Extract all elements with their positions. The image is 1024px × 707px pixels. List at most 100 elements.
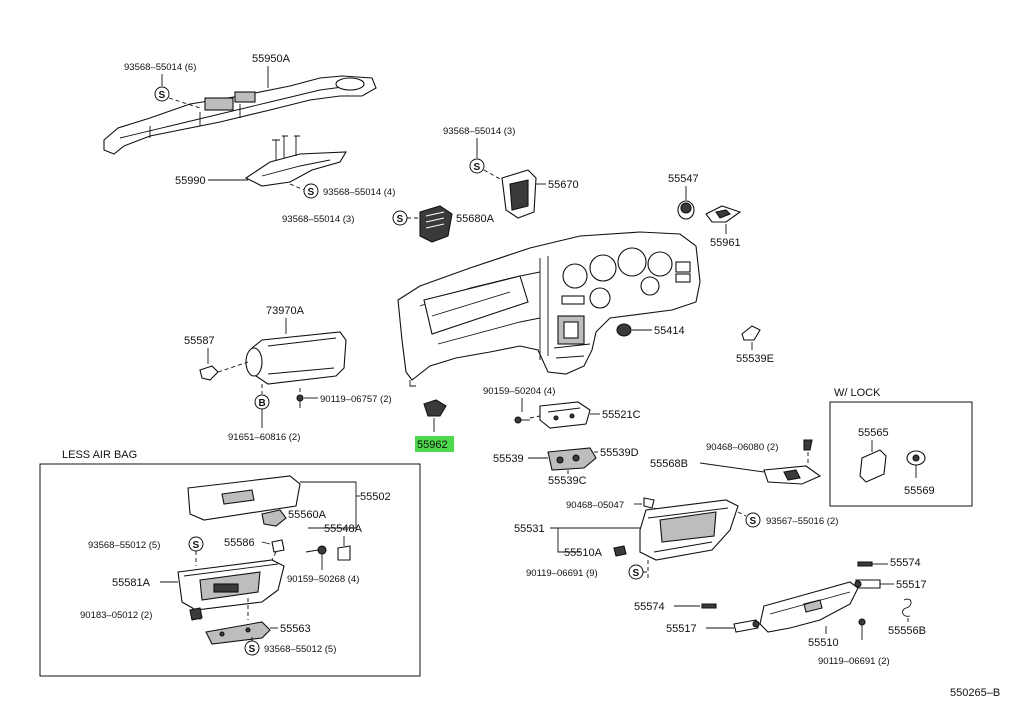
w-lock-box [829, 401, 973, 507]
label-55517-left: 55517 [666, 623, 697, 635]
label-55569: 55569 [904, 485, 935, 497]
spring-55556b [902, 598, 912, 617]
label-90119-06691-9: 90119–06691 (9) [526, 568, 598, 579]
lock-55565 [859, 449, 887, 483]
damper-55517-left [733, 619, 760, 633]
defroster-nozzle-55950a [103, 75, 377, 155]
screw-symbol-s: S [745, 512, 761, 528]
screw-symbol-s: S [188, 536, 204, 552]
label-55962[interactable]: 55962 [417, 439, 448, 451]
label-91651-60816-2: 91651–60816 (2) [228, 432, 300, 443]
screw-symbol-s: S [154, 86, 170, 102]
lock-cylinder-55569 [906, 450, 926, 478]
label-55539: 55539 [493, 453, 524, 465]
screw-symbol-s: S [244, 640, 260, 656]
cap-55548a [337, 545, 351, 561]
damper-55517-right [854, 579, 881, 589]
cap-55547 [677, 200, 695, 220]
label-55574-left: 55574 [634, 601, 665, 613]
label-55539d: 55539D [600, 447, 639, 459]
screw-90159-50204 [514, 416, 530, 424]
label-55563: 55563 [280, 623, 311, 635]
vent-55670 [501, 169, 537, 219]
svg-text:S: S [474, 162, 481, 173]
less-air-bag-box [39, 463, 421, 677]
clip-90468-06080 [803, 439, 813, 451]
label-55510a: 55510A [564, 547, 603, 559]
label-93568-55014-3-left: 93568–55014 (3) [282, 214, 354, 225]
bracket-55539 [547, 447, 597, 471]
svg-text:S: S [159, 90, 166, 101]
pin-55574-right [857, 561, 873, 567]
label-55587: 55587 [184, 335, 215, 347]
label-55574-right: 55574 [890, 557, 921, 569]
lock-bracket-55568b [763, 465, 822, 485]
label-90119-06757-2: 90119–06757 (2) [320, 394, 392, 405]
svg-text:S: S [750, 516, 757, 527]
instrument-panel [397, 231, 701, 387]
svg-text:S: S [249, 644, 256, 655]
glove-box-55531 [639, 499, 739, 561]
label-90119-06691-2: 90119–06691 (2) [818, 656, 890, 667]
screw-90159-50268 [305, 545, 327, 555]
section-less-air-bag: LESS AIR BAG [62, 449, 137, 461]
label-55581a: 55581A [112, 577, 151, 589]
label-90468-06080-2: 90468–06080 (2) [706, 442, 778, 453]
svg-text:S: S [193, 540, 200, 551]
clip-55961 [705, 205, 742, 223]
label-93568-55014-3-right: 93568–55014 (3) [443, 126, 515, 137]
svg-text:B: B [259, 398, 266, 409]
label-55568b: 55568B [650, 458, 688, 470]
glove-door-55510 [759, 581, 859, 633]
pin-55574-left [701, 603, 717, 609]
label-93568-55012-5-bottom: 93568–55012 (5) [264, 644, 336, 655]
svg-text:S: S [308, 187, 315, 198]
label-90183-05012-2: 90183–05012 (2) [80, 610, 152, 621]
label-90159-50204-4: 90159–50204 (4) [483, 386, 555, 397]
screw-symbol-s: S [392, 210, 408, 226]
screw-symbol-s: S [628, 564, 644, 580]
stopper-55510a [613, 545, 627, 557]
label-55680a: 55680A [456, 213, 495, 225]
label-90159-50268-4: 90159–50268 (4) [287, 574, 359, 585]
label-55560a: 55560A [288, 509, 327, 521]
svg-text:S: S [397, 214, 404, 225]
glove-door-55502 [187, 475, 301, 521]
bracket-55521c [539, 401, 591, 429]
knob-55414 [616, 323, 632, 337]
label-55556b: 55556B [888, 625, 926, 637]
label-55670: 55670 [548, 179, 579, 191]
screw-symbol-s: S [303, 183, 319, 199]
label-55517-right: 55517 [896, 579, 927, 591]
label-93568-55014-6: 93568–55014 (6) [124, 62, 196, 73]
bolt-symbol-b: B [254, 394, 270, 410]
label-93567-55016-2: 93567–55016 (2) [766, 516, 838, 527]
label-90468-05047: 90468–05047 [566, 500, 624, 511]
label-55990: 55990 [175, 175, 206, 187]
label-93568-55012-5-top: 93568–55012 (5) [88, 540, 160, 551]
screw-symbol-s: S [469, 158, 485, 174]
label-55521c: 55521C [602, 409, 641, 421]
highlight-55962 [415, 436, 454, 452]
label-55548a: 55548A [324, 523, 363, 535]
airbag-door-73970a [245, 331, 347, 385]
clip-55962 [423, 399, 447, 417]
label-55565: 55565 [858, 427, 889, 439]
section-w-lock: W/ LOCK [834, 387, 881, 399]
label-55586: 55586 [224, 537, 255, 549]
label-55547: 55547 [668, 173, 699, 185]
bracket-55563 [205, 621, 271, 645]
label-93568-55014-4: 93568–55014 (4) [323, 187, 395, 198]
label-73970a: 73970A [266, 305, 305, 317]
vent-55680a [419, 205, 453, 243]
label-55539c: 55539C [548, 475, 587, 487]
label-55531: 55531 [514, 523, 545, 535]
label-55510: 55510 [808, 637, 839, 649]
clip-55587 [199, 365, 219, 381]
clip-90468-05047 [643, 497, 655, 509]
svg-text:S: S [633, 568, 640, 579]
diagram-code: 550265–B [950, 687, 1000, 699]
glove-box-55581a [177, 559, 285, 611]
label-55414: 55414 [654, 325, 685, 337]
